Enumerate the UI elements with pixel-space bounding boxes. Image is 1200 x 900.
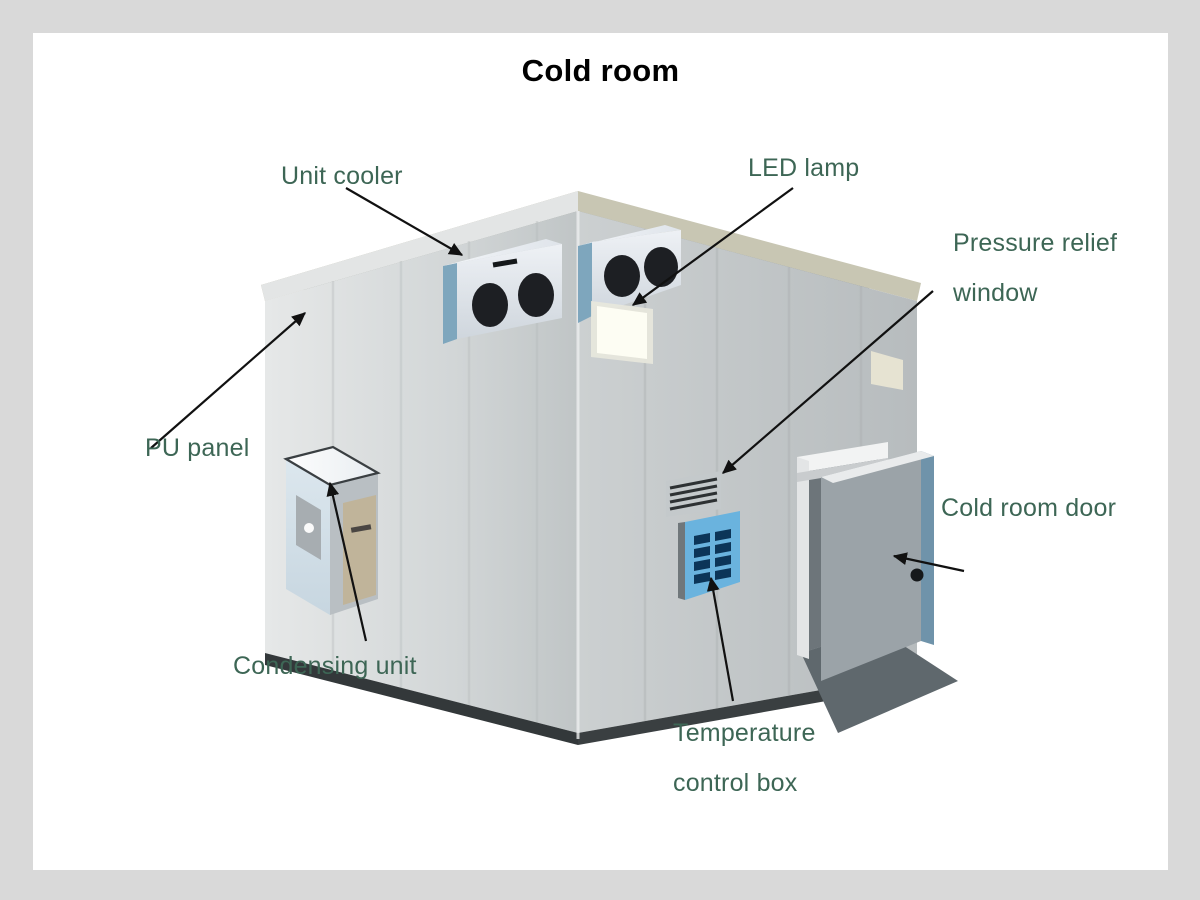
condensing-unit-service-panel [343,495,376,605]
label-temperature-control-box: Temperature control box [673,719,816,797]
led-lamp[interactable] [591,301,653,364]
unit-cooler-right-fan-2 [644,247,678,287]
unit-cooler-left-mount-bar [492,258,518,268]
unit-cooler-right-top [578,225,681,246]
unit-cooler-left-fan-1 [472,283,508,327]
wall-access-panel [871,351,903,390]
unit-cooler-right[interactable] [578,225,681,323]
door-handle-icon[interactable] [910,568,924,582]
condensing-unit[interactable] [283,445,381,615]
pressure-relief-window[interactable] [666,471,721,517]
slide-canvas: Cold room [33,33,1168,870]
label-cold-room-door: Cold room door [941,494,1117,522]
door-frame-header [797,442,888,473]
temperature-control-box[interactable] [678,511,740,600]
unit-cooler-right-fan-1 [604,255,640,297]
label-pressure-relief-window: Pressure relief window [953,229,1118,307]
label-led-lamp: LED lamp [748,154,860,182]
leader-unit-cooler [345,187,464,256]
condensing-unit-fan-hub-icon [304,523,314,533]
door-frame-jamb [797,457,809,659]
unit-cooler-left-top [443,239,562,266]
door-leaf-edge [921,451,934,645]
label-condensing-unit: Condensing unit [233,652,417,680]
led-lamp-panel [597,306,647,359]
ceiling-rim-right [578,191,921,301]
unit-cooler-left-side [443,263,457,344]
label-unit-cooler: Unit cooler [281,162,403,190]
leader-lines [150,187,965,702]
page-title: Cold room [521,53,680,88]
unit-cooler-left[interactable] [443,239,562,344]
condensing-unit-service-handle [350,524,372,533]
condensing-unit-outline-top [283,445,381,487]
exterior-wall-left [261,191,578,301]
pressure-relief-window-frame [666,471,721,517]
leader-condensing-unit [326,481,368,642]
door-leaf-face [821,451,921,681]
condensing-unit-top [286,447,378,485]
door-frame-top-return [797,458,888,482]
leader-cold-room-door [892,552,965,573]
base-edge-left [265,653,578,745]
leader-pu-panel [150,312,306,449]
pressure-relief-window-slats [669,477,718,511]
leader-pressure-relief [722,290,934,474]
label-pu-panel: PU panel [145,434,250,462]
unit-cooler-left-fan-2 [518,273,554,317]
leader-led-lamp [631,187,794,306]
temperature-control-box-shadow [678,522,685,600]
unit-cooler-right-side [578,242,592,323]
temperature-control-box-buttons[interactable] [694,529,731,584]
leader-temperature-control [706,576,735,702]
cold-room-illustration [150,187,965,745]
door-leaf-top [821,451,934,483]
cold-room-door-assembly[interactable] [797,442,958,733]
